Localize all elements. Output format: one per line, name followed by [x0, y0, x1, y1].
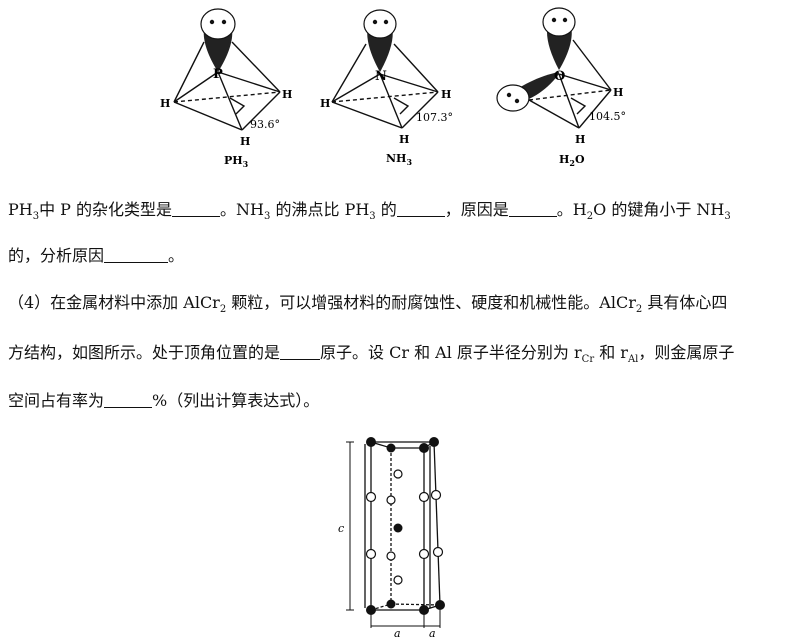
answer-blank[interactable]	[280, 343, 321, 360]
h-atom-label: H	[575, 133, 585, 146]
subscript: Al	[627, 354, 639, 365]
lone-pair-orbital	[200, 8, 236, 40]
alcr2-unit-cell-figure: c a a	[338, 437, 445, 639]
cell-edges	[364, 441, 441, 611]
bond-angle-label: 104.5°	[589, 110, 626, 123]
answer-blank[interactable]	[508, 200, 557, 217]
central-atom-label: N	[375, 69, 387, 84]
text-run: 的	[375, 200, 397, 219]
h-atom-label: H	[282, 88, 292, 101]
text-run: 空间占有率为	[8, 391, 105, 410]
question-line: 方结构，如图所示。处于顶角位置的是 原子。设 Cr 和 Al 原子半径分别为 rC…	[8, 341, 798, 365]
question-line: PH3中 P 的杂化类型是。NH3 的沸点比 PH3 的，原因是。H2O 的键角…	[8, 198, 798, 222]
molecule-nh3: N H H H 107.3° NH3	[320, 9, 453, 167]
subscript: 2	[586, 211, 594, 222]
h-atom-label: H	[160, 97, 170, 110]
text-run: ，则金属原子	[638, 343, 735, 362]
h-atom-label: H	[399, 133, 409, 146]
molecule-geometry-figure: P H H H 93.6° PH3 N H H H 107.3° NH3	[160, 7, 626, 169]
text-run: ，原因是	[444, 200, 509, 219]
question-line: 空间占有率为 %（列出计算表达式）。	[8, 389, 798, 413]
molecule-label: NH3	[386, 152, 412, 167]
bond-angle-label: 93.6°	[250, 118, 280, 131]
lone-pair-orbital	[496, 84, 530, 112]
text-run: 颗粒，可以增强材料的耐腐蚀性、硬度和机械性能。AlCr	[226, 293, 636, 312]
text-run: PH	[8, 200, 33, 219]
text-run: O 的键角小于 NH	[593, 200, 725, 219]
h-atom-label: H	[240, 135, 250, 148]
subscript: 3	[724, 211, 731, 222]
text-run: 。	[168, 246, 185, 265]
central-atom-label: O	[554, 69, 565, 84]
answer-blank[interactable]	[104, 246, 169, 263]
h-atom-label: H	[320, 97, 330, 110]
answer-blank[interactable]	[104, 391, 153, 408]
subscript: Cr	[581, 354, 595, 365]
text-run: 中 P 的杂化类型是	[39, 200, 173, 219]
subscript: 2	[635, 304, 643, 315]
h-atom-label: H	[613, 86, 623, 99]
molecule-label: PH3	[224, 154, 249, 169]
text-run: 的沸点比 PH	[270, 200, 370, 219]
text-run: 和 r	[594, 343, 628, 362]
text-run: 方结构，如图所示。处于顶角位置的是	[8, 343, 281, 362]
text-run: %（列出计算表达式）。	[152, 391, 320, 410]
dimension-a-label: a	[429, 627, 436, 639]
text-run: 原子。设 Cr 和 Al 原子半径分别为 r	[320, 343, 582, 362]
text-run: 具有体心四	[642, 293, 728, 312]
corner-atoms	[366, 437, 445, 615]
text-run: 。NH	[220, 200, 265, 219]
subscript: 3	[369, 211, 376, 222]
subscript: 3	[264, 211, 271, 222]
text-run: 。H	[556, 200, 587, 219]
subscript: 2	[219, 304, 227, 315]
dimension-a	[370, 610, 441, 628]
central-atom-label: P	[213, 67, 223, 82]
dimension-a-label: a	[394, 627, 401, 639]
lone-pair-orbital	[363, 9, 397, 39]
dimension-c	[346, 441, 354, 611]
question-line: 的，分析原因 。	[8, 244, 798, 268]
lone-pair-orbital	[542, 7, 576, 37]
dimension-c-label: c	[338, 522, 344, 535]
text-run: 的，分析原因	[8, 246, 105, 265]
subscript: 3	[32, 211, 40, 222]
molecule-h2o: O H H 104.5° H2O	[496, 7, 626, 168]
edge-atoms	[365, 469, 444, 585]
bond-angle-label: 107.3°	[416, 111, 453, 124]
answer-blank[interactable]	[172, 200, 221, 217]
question-line: （4）在金属材料中添加 AlCr2 颗粒，可以增强材料的耐腐蚀性、硬度和机械性能…	[8, 291, 798, 315]
h-atom-label: H	[441, 88, 451, 101]
molecule-ph3: P H H H 93.6° PH3	[160, 8, 292, 169]
text-run: （4）在金属材料中添加 AlCr	[8, 293, 220, 312]
molecule-label: H2O	[559, 153, 585, 168]
answer-blank[interactable]	[396, 200, 445, 217]
